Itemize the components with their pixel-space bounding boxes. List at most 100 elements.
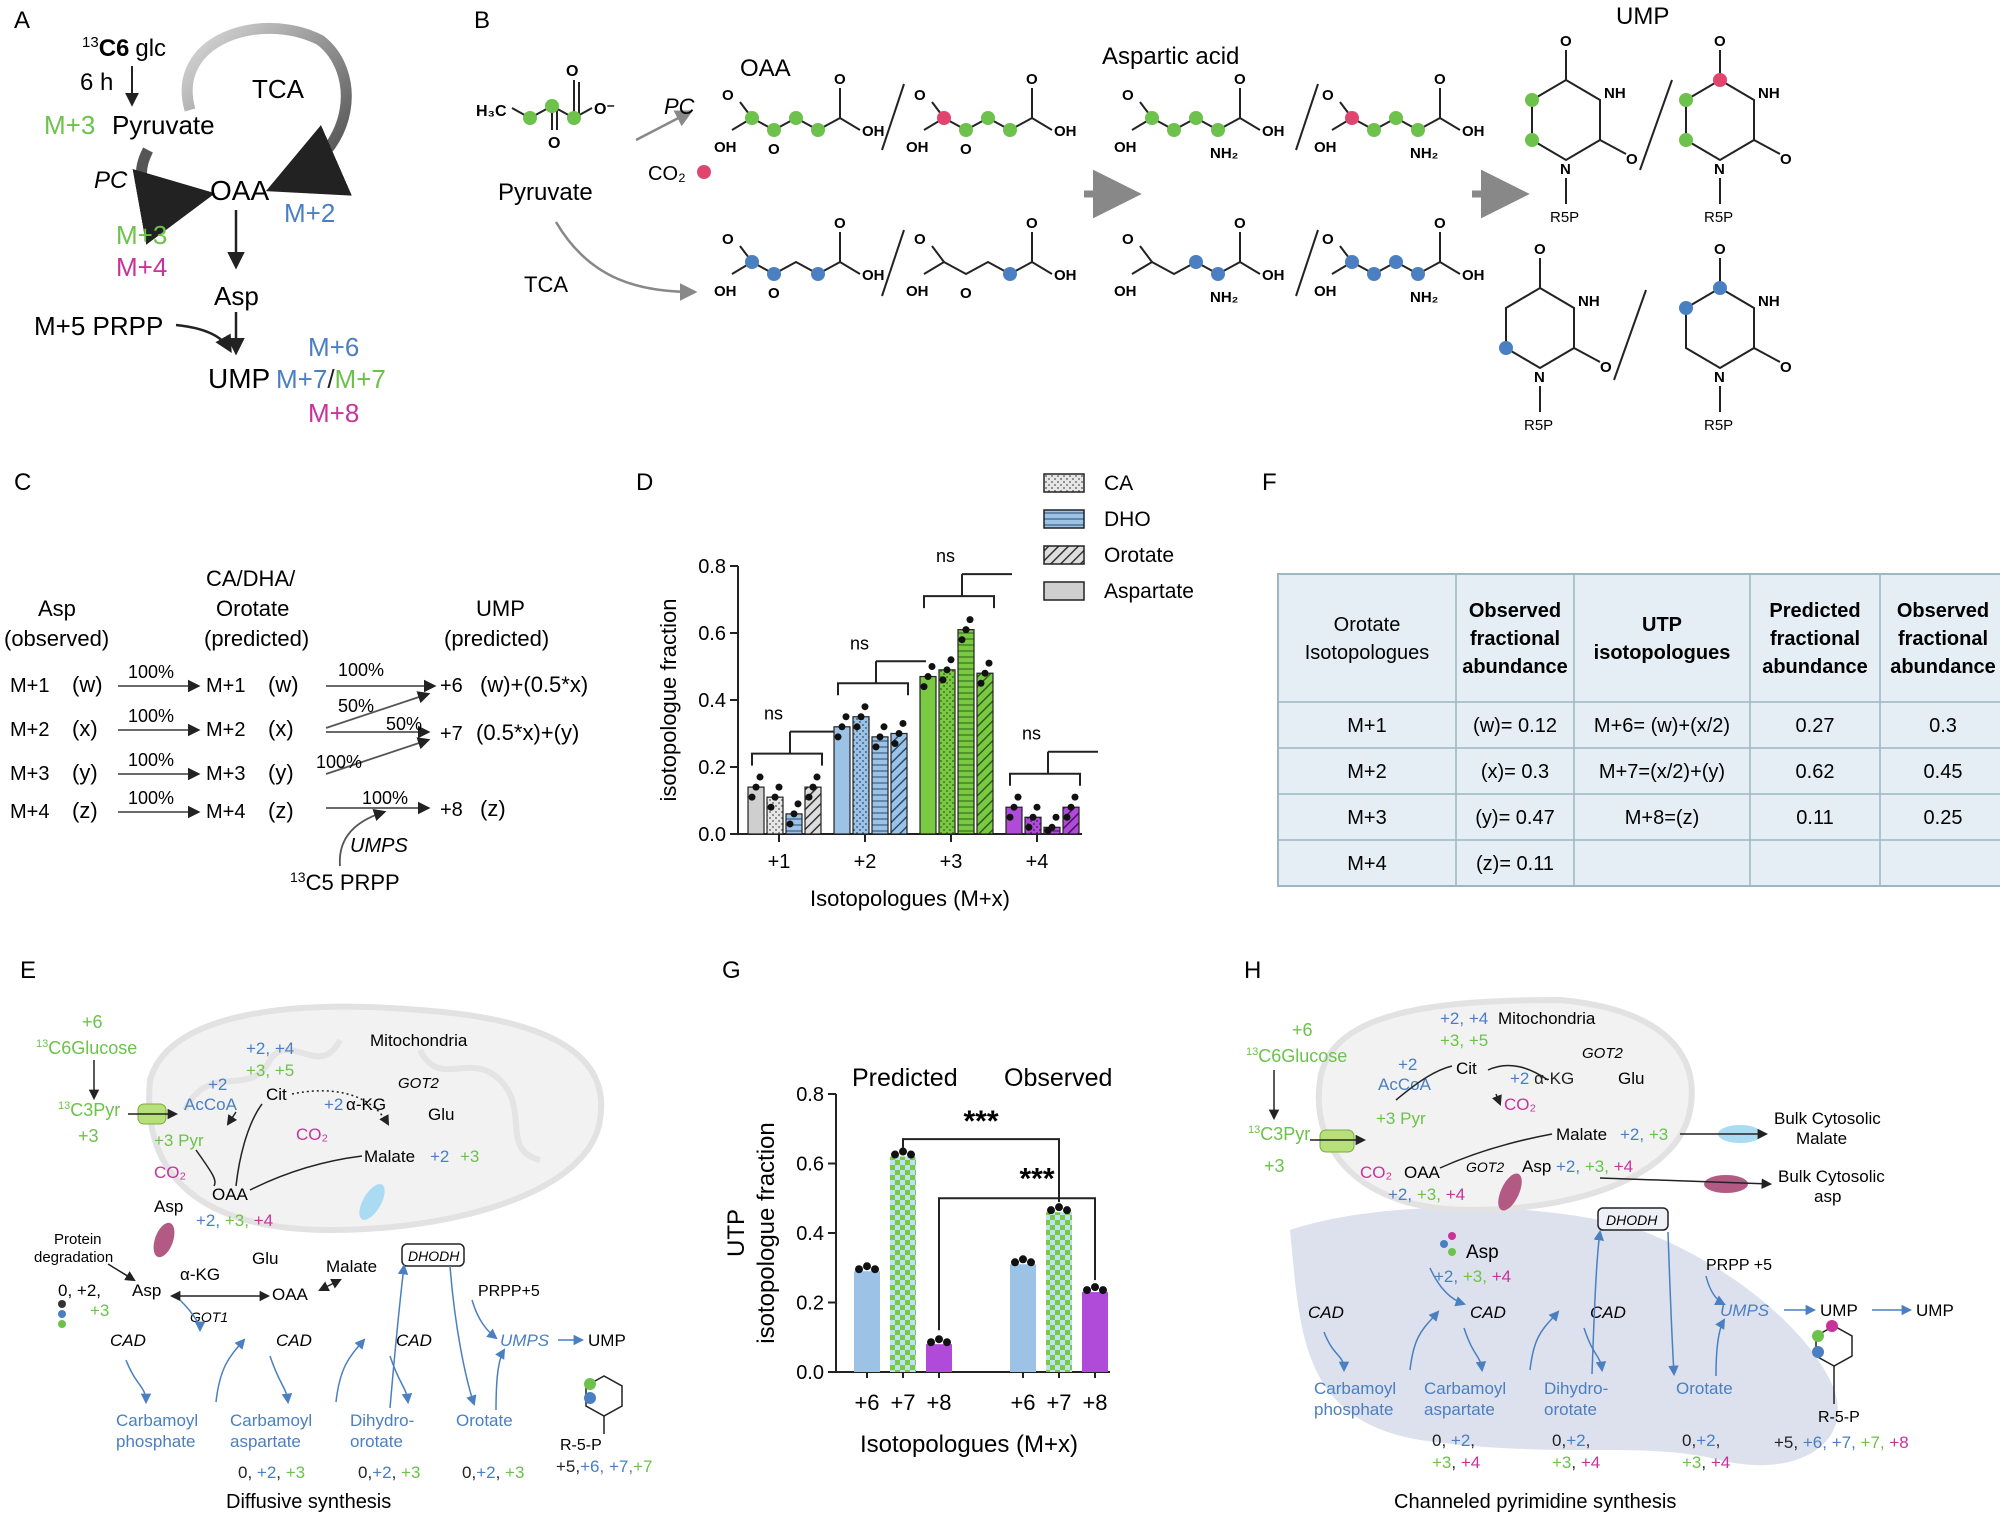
x-axis-label: Isotopologues (M+x) <box>860 1431 1078 1458</box>
y-tick-label: 0.6 <box>698 623 726 645</box>
data-point <box>943 666 951 674</box>
o-label: O <box>1322 87 1334 104</box>
data-point <box>1048 823 1056 831</box>
bar-aspartate <box>1005 806 1023 835</box>
carbon-dot <box>1525 93 1539 107</box>
sig-label: ns <box>1022 724 1041 744</box>
pc-label: PC <box>664 94 695 119</box>
h-co2: CO₂ <box>1504 1095 1536 1114</box>
nh-label: NH <box>1578 293 1600 310</box>
iso-token: +4 <box>1581 1453 1600 1472</box>
o-label: O <box>1534 241 1546 258</box>
o-label: O <box>1026 71 1038 88</box>
cad-arrow <box>269 1355 293 1405</box>
h-glu: Glu <box>1618 1069 1644 1088</box>
table-header: Isotopologues <box>1305 642 1430 664</box>
data-point <box>891 740 899 748</box>
carbon-dot <box>1367 123 1381 137</box>
ump-label: UMP <box>208 363 270 394</box>
data-point <box>876 733 884 741</box>
asp-label: Asp <box>214 281 259 311</box>
data-point <box>1063 1206 1071 1215</box>
oh-label: OH <box>714 283 737 300</box>
data-point <box>935 1335 943 1344</box>
carbon-dot <box>1713 73 1727 87</box>
oh-label: OH <box>906 139 929 156</box>
flow-pct: 100% <box>128 662 174 682</box>
split-label: 50% <box>338 696 374 716</box>
table-header: Orotate <box>1334 614 1401 636</box>
table-header: UTP <box>1642 614 1682 636</box>
dhodh-arrow <box>389 1263 409 1409</box>
e-got2: GOT2 <box>398 1075 439 1092</box>
carbon-dot <box>1826 1320 1838 1332</box>
h-ump2: UMP <box>1916 1301 1954 1320</box>
h-malate: Malate <box>1556 1125 1607 1144</box>
data-point <box>1029 813 1037 821</box>
divider-slash <box>881 83 905 151</box>
umps-arrow <box>495 1348 506 1411</box>
table-cell: (y)= 0.47 <box>1475 807 1554 829</box>
data-point <box>1071 793 1079 801</box>
carbon-dot <box>1345 111 1359 125</box>
ump-header: UMP <box>1616 3 1669 30</box>
table-header: Observed <box>1469 600 1561 622</box>
y-axis-label: isotopologue fraction <box>656 598 681 801</box>
y-tick-label: 0.8 <box>698 556 726 578</box>
bond <box>1599 139 1627 155</box>
data-point <box>1006 813 1014 821</box>
iso-token: , <box>1701 1453 1710 1472</box>
intermediate-label: Carbamoyl <box>1314 1379 1396 1398</box>
o-label: O <box>1434 215 1446 232</box>
carbon-dot <box>584 1378 596 1390</box>
ca-iso-var: (y) <box>268 760 294 785</box>
iso-token: +2 <box>1451 1431 1470 1450</box>
carbon-dot <box>1389 111 1403 125</box>
intermediate-label: aspartate <box>230 1432 301 1451</box>
data-point <box>790 810 798 818</box>
e-asp-transporter <box>153 1222 175 1258</box>
o-label: O <box>960 141 972 158</box>
ump-ring <box>585 1375 623 1417</box>
ump-m6: M+6 <box>308 332 359 362</box>
h-pyr-transporter <box>1319 1129 1355 1153</box>
e-dhodh-box <box>401 1243 465 1267</box>
sig-label: *** <box>1019 1162 1054 1195</box>
oh-label: OH <box>1114 139 1137 156</box>
o-label: O <box>1234 215 1246 232</box>
h-pyr-in: +3 Pyr <box>1376 1109 1426 1128</box>
out8-value: (z) <box>480 796 506 821</box>
panel-f: F OrotateIsotopologuesObservedfractional… <box>1262 469 2000 887</box>
h-cytosol-shape <box>1290 1207 1838 1466</box>
ump-m8: M+8 <box>308 398 359 428</box>
table-cell: (w)= 0.12 <box>1473 715 1557 737</box>
o-label: O <box>1600 359 1612 376</box>
e-asp2: Asp <box>132 1281 161 1300</box>
umps-arrow <box>1715 1318 1726 1377</box>
iso-token: , <box>1451 1453 1460 1472</box>
orotate-arrow <box>1667 1231 1679 1377</box>
bar-orotate <box>976 672 994 835</box>
oh-label: OH <box>1314 283 1337 300</box>
bar-orotate <box>890 732 908 835</box>
iso-values: 0, +2, +3 <box>238 1463 305 1482</box>
h-dhodh: DHODH <box>1606 1212 1658 1228</box>
asp-header: Asp <box>38 596 76 621</box>
intermediate-label: phosphate <box>1314 1400 1393 1419</box>
out7: +7 <box>440 723 463 745</box>
bar-orotate <box>1062 806 1080 835</box>
data-point <box>966 616 974 624</box>
sig-label: ns <box>850 633 869 653</box>
data-point <box>775 783 783 791</box>
e-cit-iso1: +2, +4 <box>246 1039 294 1058</box>
asp-to-cad <box>1429 1267 1466 1307</box>
iso-token: +2 <box>257 1463 276 1482</box>
bar-aspartate <box>833 726 851 835</box>
h-caption: Channeled pyrimidine synthesis <box>1394 1491 1676 1513</box>
cad-label: CAD <box>110 1331 146 1350</box>
cad-arrow <box>125 1359 152 1405</box>
intermediate-label: Carbamoyl <box>230 1411 312 1430</box>
h-accoa-iso: +2 <box>1398 1055 1417 1074</box>
h-oaa: OAA <box>1404 1163 1441 1182</box>
